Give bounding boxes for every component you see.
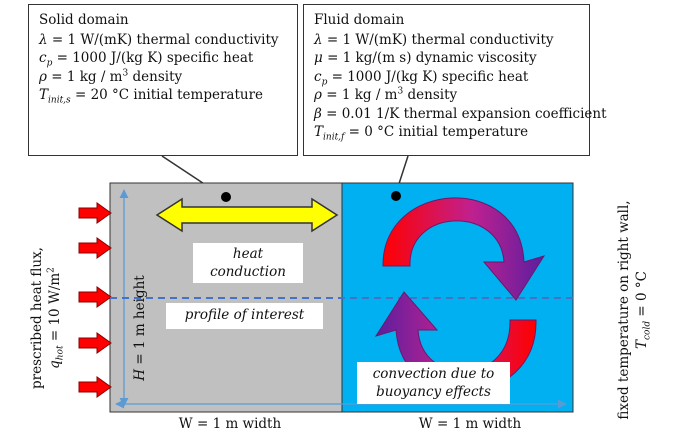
width-left-label: W = 1 m width [178,416,282,432]
right-arrow-icon [78,332,112,354]
cold-wall-label: fixed temperature on right wall, Tcold =… [616,200,653,420]
solid-anchor-dot [221,192,231,202]
heat-flux-arrows [78,202,112,398]
right-arrow-icon [78,376,112,398]
fluid-rho: ρ = 1 kg / m3 density [314,86,458,103]
fluid-title: Fluid domain [314,12,405,28]
solid-domain-callout: Solid domain λ = 1 W/(mK) thermal conduc… [28,4,298,156]
solid-cp: cp = 1000 J/(kg K) specific heat [39,50,254,69]
curved-arrow-icon [382,197,546,301]
fluid-cp: cp = 1000 J/(kg K) specific heat [314,68,529,88]
right-arrow-icon [78,237,112,259]
right-arrow-icon [78,202,112,224]
solid-title: Solid domain [39,12,129,28]
double-headed-arrow-icon [155,197,339,233]
convection-label: convection due to buoyancy effects [357,362,510,404]
solid-rho: ρ = 1 kg / m3 density [39,68,183,85]
fluid-anchor-dot [391,191,401,201]
profile-label: profile of interest [166,303,323,329]
fluid-beta: β = 0.01 1/K thermal expansion coefficie… [314,105,607,122]
fluid-mu: μ = 1 kg/(m s) dynamic viscosity [314,50,537,66]
heat-flux-label: prescribed heat flux, qhot = 10 W/m2 [29,247,66,389]
fluid-tinit: Tinit,f = 0 °C initial temperature [314,124,529,143]
width-right-label: W = 1 m width [418,416,522,432]
solid-tinit: Tinit,s = 20 °C initial temperature [39,87,264,106]
fluid-domain-callout: Fluid domain λ = 1 W/(mK) thermal conduc… [303,4,607,156]
solid-lambda: λ = 1 W/(mK) thermal conductivity [39,31,279,48]
heat-conduction-label: heat conduction [193,243,303,283]
fluid-lambda: λ = 1 W/(mK) thermal conductivity [314,31,554,48]
right-arrow-icon [78,286,112,308]
height-label: H = 1 m height [132,275,148,381]
